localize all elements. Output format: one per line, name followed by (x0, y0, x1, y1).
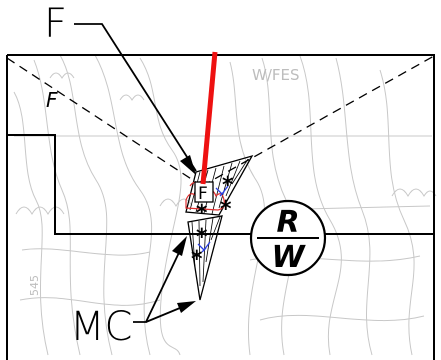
hatched-area-lower (187, 215, 223, 301)
faint-label-top: W/FES (252, 66, 300, 84)
rw-badge: R W (249, 199, 327, 277)
dashed-easement-lines (6, 55, 435, 189)
callout-f-label: F (44, 1, 67, 47)
f-callout-arrowhead (180, 155, 196, 175)
small-f-marker-letter: F (198, 184, 208, 204)
plant-symbol: * (196, 225, 208, 250)
region-label-f: F (46, 88, 58, 112)
rw-badge-top-letter: R (276, 205, 299, 240)
blue-marker-symbols (197, 185, 229, 253)
red-highlight-line (200, 51, 218, 185)
plant-symbol: * (222, 173, 234, 198)
property-frame (6, 54, 435, 360)
f-callout-leader (74, 23, 197, 172)
faint-label-contour: 545 (28, 275, 41, 296)
contour-lines (13, 54, 437, 356)
mc-callout-arrowhead-lower (177, 301, 196, 313)
mc-callout-arrowhead-upper (172, 236, 187, 256)
plant-symbols: * * * * * (191, 173, 234, 272)
rw-badge-bottom-letter: W (271, 240, 306, 275)
plant-symbol: * (191, 247, 203, 272)
callout-mc-label: MC (70, 304, 132, 350)
plant-symbol: * (220, 197, 232, 222)
plant-symbol: * (196, 201, 208, 226)
